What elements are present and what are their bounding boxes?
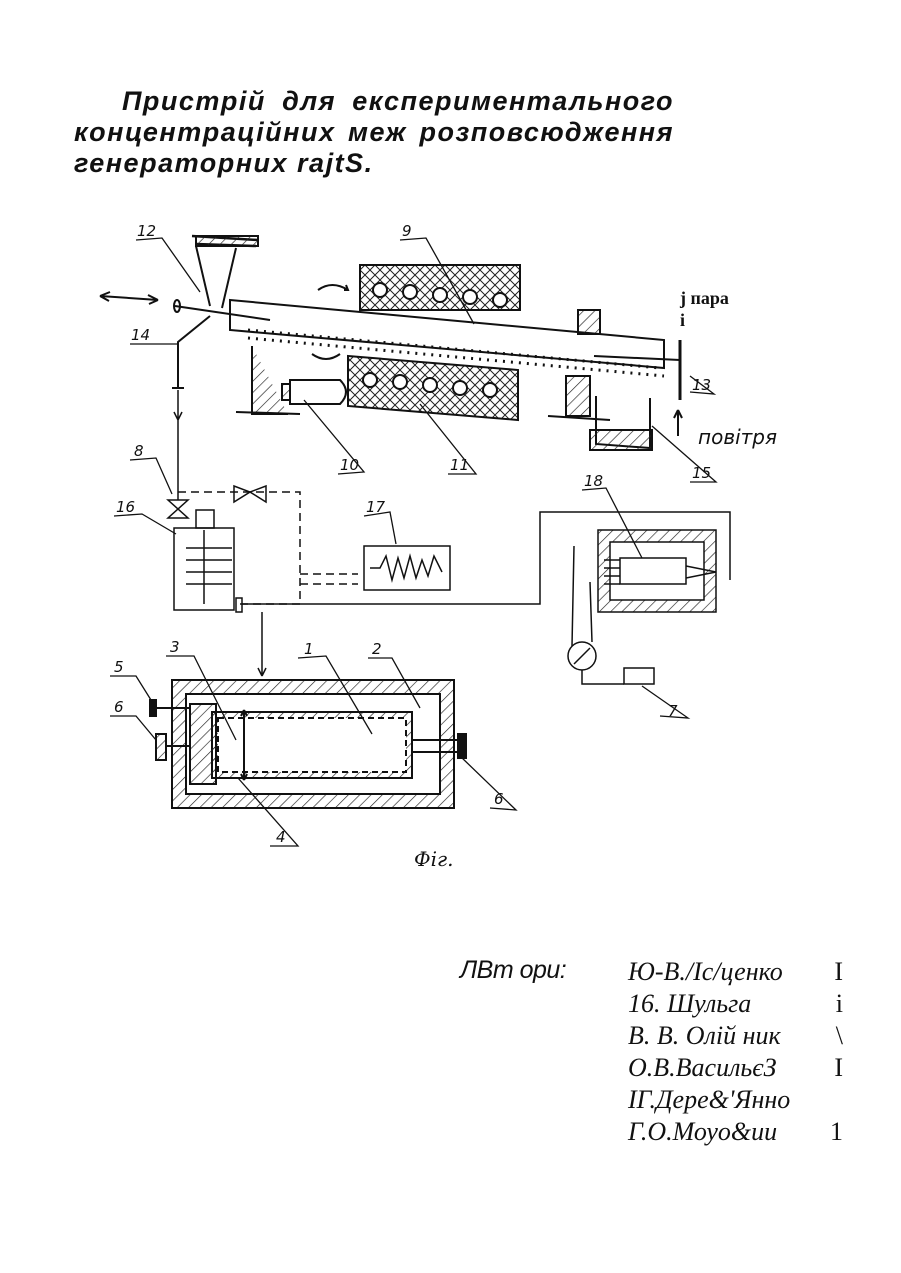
callout-3: 3 — [170, 638, 180, 656]
callout-2: 2 — [372, 640, 382, 658]
air-label: повітря — [698, 425, 777, 449]
author-item: О.В.ВасильєЗ I — [628, 1052, 843, 1084]
figure-caption: Фіг. — [414, 847, 453, 871]
author-mark: I — [834, 956, 843, 988]
callout-14: 14 — [131, 326, 150, 344]
callout-12: 12 — [137, 222, 156, 240]
callout-10: 10 — [340, 456, 359, 474]
author-mark: \ — [836, 1020, 843, 1052]
authors-list: Ю-В./Іс/ценкоI 16. Шульгаi В. В. Олій ни… — [628, 956, 843, 1148]
callout-5: 5 — [114, 658, 124, 676]
callout-4: 4 — [276, 828, 286, 846]
furnace-assembly — [150, 680, 466, 808]
callout-8: 8 — [134, 442, 144, 460]
authors-label: ЛВт ори: — [460, 956, 566, 985]
callout-17: 17 — [366, 498, 386, 516]
author-mark: i — [836, 988, 843, 1020]
author-name: ІГ.Дере&'Янно — [628, 1084, 790, 1116]
author-name: Г.О.Моуо&ии — [628, 1116, 777, 1148]
author-item: ІГ.Дере&'Янно — [628, 1084, 843, 1116]
callout-16: 16 — [116, 498, 135, 516]
callout-9: 9 — [402, 222, 412, 240]
author-mark: 1 — [830, 1116, 843, 1148]
callout-11: 11 — [450, 456, 469, 474]
callout-7: 7 — [668, 702, 678, 720]
author-name: Ю-В./Іс/ценко — [628, 956, 783, 988]
author-item: В. В. Олій ник \ — [628, 1020, 843, 1052]
author-name: 16. Шульга — [628, 988, 751, 1020]
callout-18: 18 — [584, 472, 603, 490]
author-name: О.В.ВасильєЗ — [628, 1052, 776, 1084]
steam-mark: i — [680, 310, 685, 330]
author-item: Г.О.Моуо&ии 1 — [628, 1116, 843, 1148]
author-item: Ю-В./Іс/ценко I — [628, 956, 843, 988]
reactor-assembly — [100, 236, 682, 450]
callout-1: 1 — [304, 640, 314, 658]
author-item: 16. Шульга i — [628, 988, 843, 1020]
author-name: В. В. Олій ник — [628, 1020, 781, 1052]
callout-15: 15 — [692, 464, 711, 482]
author-mark: I — [834, 1052, 843, 1084]
callout-6-left: 6 — [114, 698, 124, 716]
callout-6-right: 6 — [494, 790, 504, 808]
callout-13: 13 — [692, 376, 711, 394]
steam-label: j пара — [679, 288, 729, 308]
